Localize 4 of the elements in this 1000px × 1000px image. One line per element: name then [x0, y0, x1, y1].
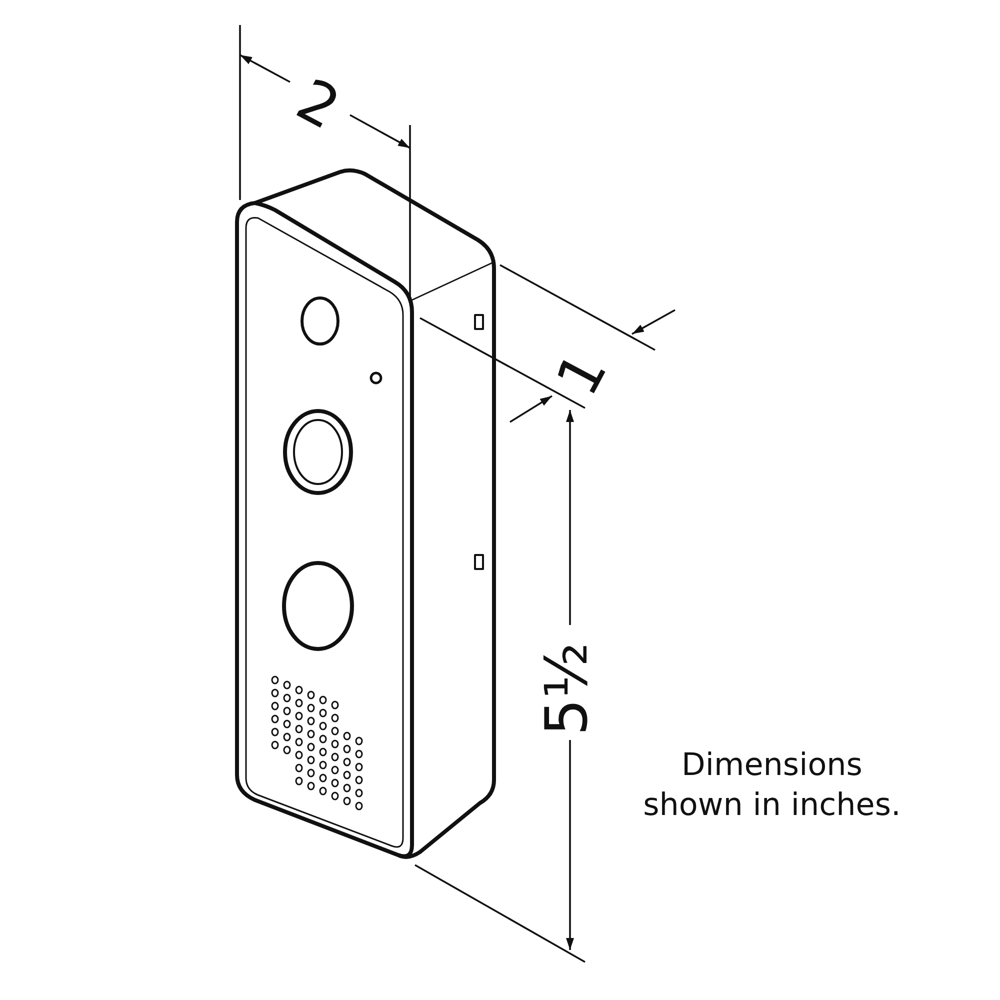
dimension-label: 1 [547, 344, 616, 404]
note-text: Dimensions shown in inches. [642, 746, 902, 826]
dimension-label: 5½ [538, 642, 596, 736]
dimension-label: 2 [288, 70, 348, 138]
